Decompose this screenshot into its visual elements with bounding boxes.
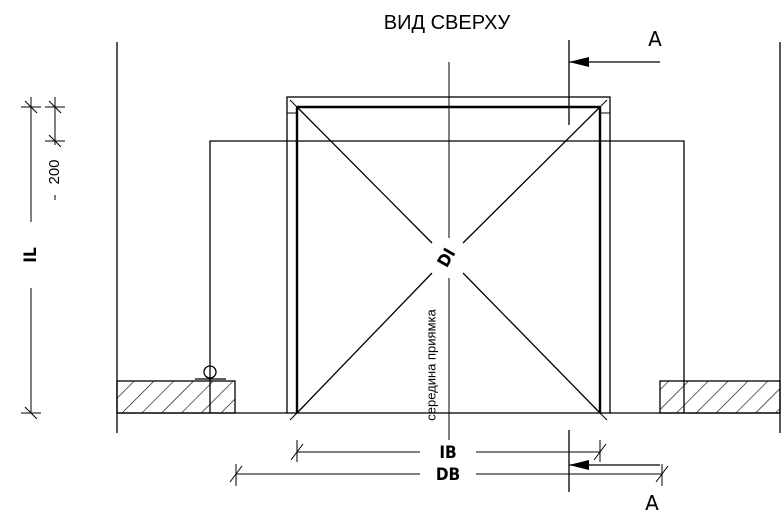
section-marker-top	[568, 40, 660, 125]
db-label: DB	[436, 465, 460, 485]
view-title: ВИД СВЕРХУ	[384, 12, 511, 34]
counterweight-frame	[209, 140, 685, 381]
sill-block-left	[116, 380, 236, 414]
db-dimension	[229, 464, 669, 486]
section-label-top: A	[648, 27, 662, 51]
diagonal-label: DI	[434, 245, 461, 271]
il-label: IL	[21, 247, 41, 263]
pit-center-label: середина приямка	[423, 308, 438, 420]
ib-label: IB	[439, 443, 456, 463]
car-diagonals	[289, 99, 608, 421]
ib-dimension	[290, 440, 607, 462]
sill-block-right	[659, 380, 781, 414]
section-marker-bottom	[568, 430, 660, 492]
rope-anchor-icon	[195, 365, 226, 380]
section-label-bottom: A	[645, 491, 659, 515]
offset-label: 200	[46, 159, 63, 184]
il-dimension	[21, 97, 41, 420]
offset-dimension	[45, 97, 65, 200]
